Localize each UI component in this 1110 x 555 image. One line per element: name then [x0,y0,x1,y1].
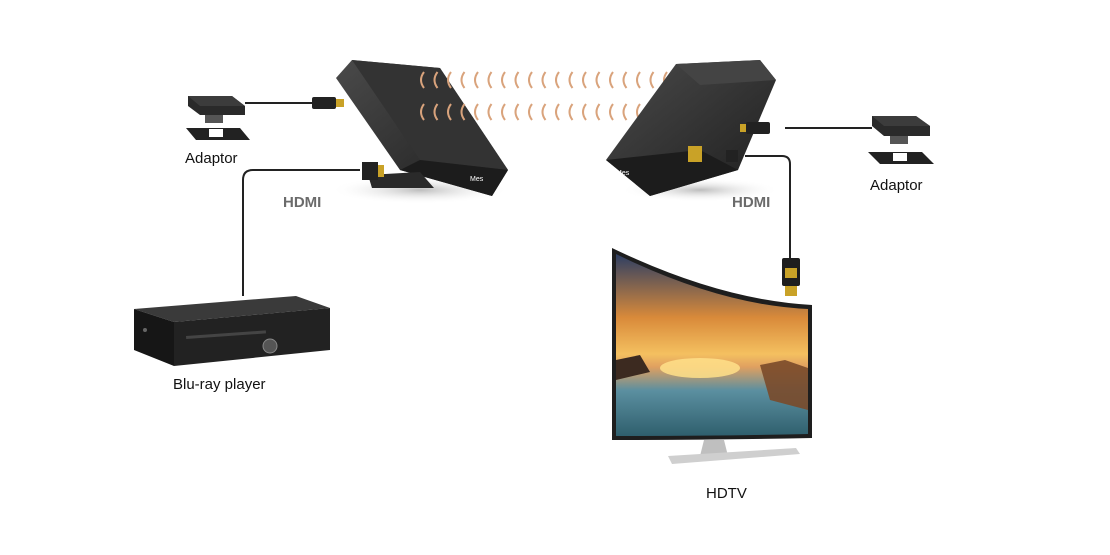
wave-arc [541,103,547,121]
wave-arc [474,103,479,121]
hdmi-plug-tv [782,258,800,296]
adaptor-left [186,96,250,140]
wave-arc [636,71,641,89]
wave-arc [433,71,439,89]
bluray-player-icon [134,296,330,366]
hdtv-label: HDTV [706,485,747,502]
wave-arc [582,103,587,121]
wave-arc [622,71,628,89]
curved-tv-icon [612,248,812,464]
wave-arc [528,71,533,89]
svg-text:Mes: Mes [470,176,484,183]
wave-arc [447,103,452,121]
cables [242,102,872,296]
wave-arc [609,103,614,121]
wave-arc [447,71,452,89]
wave-arc [474,71,479,89]
wave-arc [501,103,506,121]
cable-hdmi-tv [745,155,791,258]
wave-arc [460,103,466,121]
wave-arc [420,103,425,121]
wave-arc [514,71,520,89]
receiver-device: Mes [606,60,780,202]
wireless-signal-icon [420,71,668,121]
wave-arc [595,103,601,121]
plug-adaptor-left [312,97,344,109]
bluray-label: Blu-ray player [173,376,266,393]
wave-arc [555,103,560,121]
adaptor-left-label: Adaptor [185,150,238,167]
wave-arc [568,71,574,89]
wave-arc [649,71,655,89]
wave-arc [514,103,520,121]
wave-arc [582,71,587,89]
wave-arc [541,71,547,89]
cable-hdmi-bluray [242,169,360,296]
wave-arc [568,103,574,121]
svg-text:Mes: Mes [616,170,630,177]
wave-arc [622,103,628,121]
transmitter-device: Mes [330,60,510,204]
wave-arc [487,71,493,89]
wave-arc [595,71,601,89]
hdmi-right-label: HDMI [732,194,771,211]
wave-arc [501,71,506,89]
wave-arc [433,103,439,121]
wave-arc [460,71,466,89]
wave-arc [487,103,493,121]
adaptor-right-label: Adaptor [870,177,923,194]
wave-arc [420,71,425,89]
wave-arc [609,71,614,89]
wave-arc [528,103,533,121]
wave-arc [555,71,560,89]
hdmi-left-label: HDMI [283,194,322,211]
adaptor-right [868,116,934,164]
